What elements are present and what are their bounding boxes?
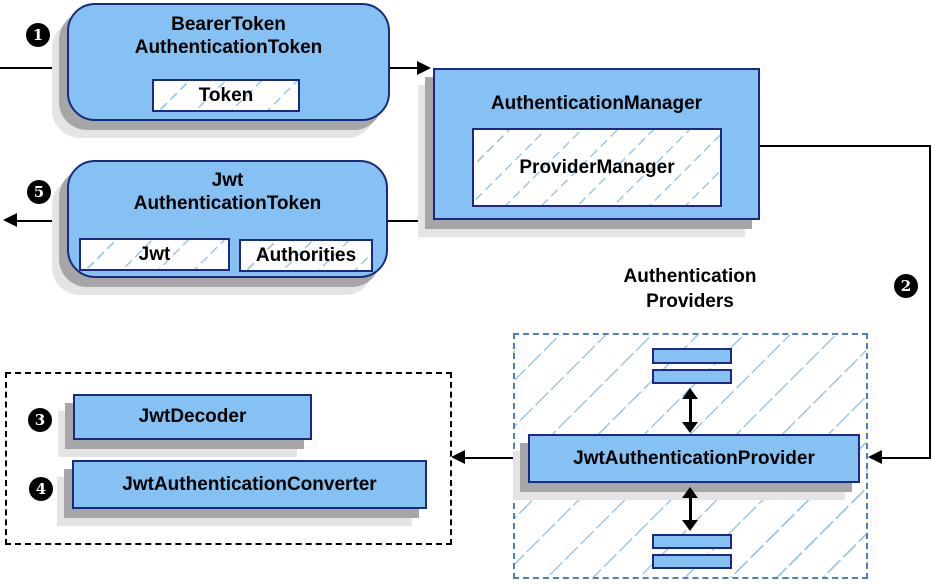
bearer-to-manager-line (389, 67, 418, 69)
provider-placeholder-bar (652, 534, 732, 549)
double-arrow-icon (682, 487, 698, 531)
jwt-decoder-node: JwtDecoder (73, 394, 312, 440)
provider-manager-chip: ProviderManager (472, 128, 722, 207)
manager-to-jwt-token-line (388, 220, 433, 222)
arrow-right-icon (417, 61, 431, 75)
jwt-authentication-converter-label: JwtAuthenticationConverter (122, 473, 377, 495)
provider-placeholder-bar (652, 348, 732, 364)
step-3-badge: 3 (28, 408, 52, 432)
bearer-token-authentication-token-node: BearerToken AuthenticationToken Token (67, 3, 390, 121)
authentication-manager-node: AuthenticationManager ProviderManager (433, 68, 760, 220)
arrow-left-icon (3, 213, 17, 227)
jwt-authentication-token-node: Jwt AuthenticationToken Jwt Authorities (67, 160, 388, 278)
token-chip: Token (152, 79, 300, 112)
manager-right-line (760, 145, 931, 147)
incoming-request-line (0, 67, 66, 69)
jwt-authentication-provider-node: JwtAuthenticationProvider (528, 434, 860, 483)
jwt-authentication-provider-label: JwtAuthenticationProvider (573, 447, 815, 469)
step-4-badge: 4 (29, 477, 53, 501)
into-provider-line (882, 457, 931, 459)
authorities-chip: Authorities (239, 239, 373, 272)
bearer-token-title: BearerToken AuthenticationToken (134, 14, 323, 58)
step-1-badge: 1 (26, 23, 50, 47)
provider-placeholder-bar (652, 554, 732, 569)
jwt-authentication-converter-node: JwtAuthenticationConverter (72, 460, 427, 509)
provider-to-decoder-line (464, 457, 514, 459)
jwt-token-title: Jwt AuthenticationToken (133, 170, 322, 214)
jwt-chip: Jwt (79, 238, 230, 271)
arrow-left-icon (451, 450, 465, 464)
step-2-badge: 2 (894, 274, 918, 298)
right-vertical-line (929, 145, 931, 459)
double-arrow-icon (682, 388, 698, 433)
outgoing-result-line (16, 220, 68, 222)
providers-group-label: Authentication Providers (623, 266, 757, 312)
step-5-badge: 5 (27, 180, 51, 204)
arrow-left-icon (868, 450, 882, 464)
jwt-decoder-label: JwtDecoder (138, 406, 247, 427)
provider-placeholder-bar (652, 369, 732, 384)
authentication-manager-title: AuthenticationManager (490, 93, 703, 114)
